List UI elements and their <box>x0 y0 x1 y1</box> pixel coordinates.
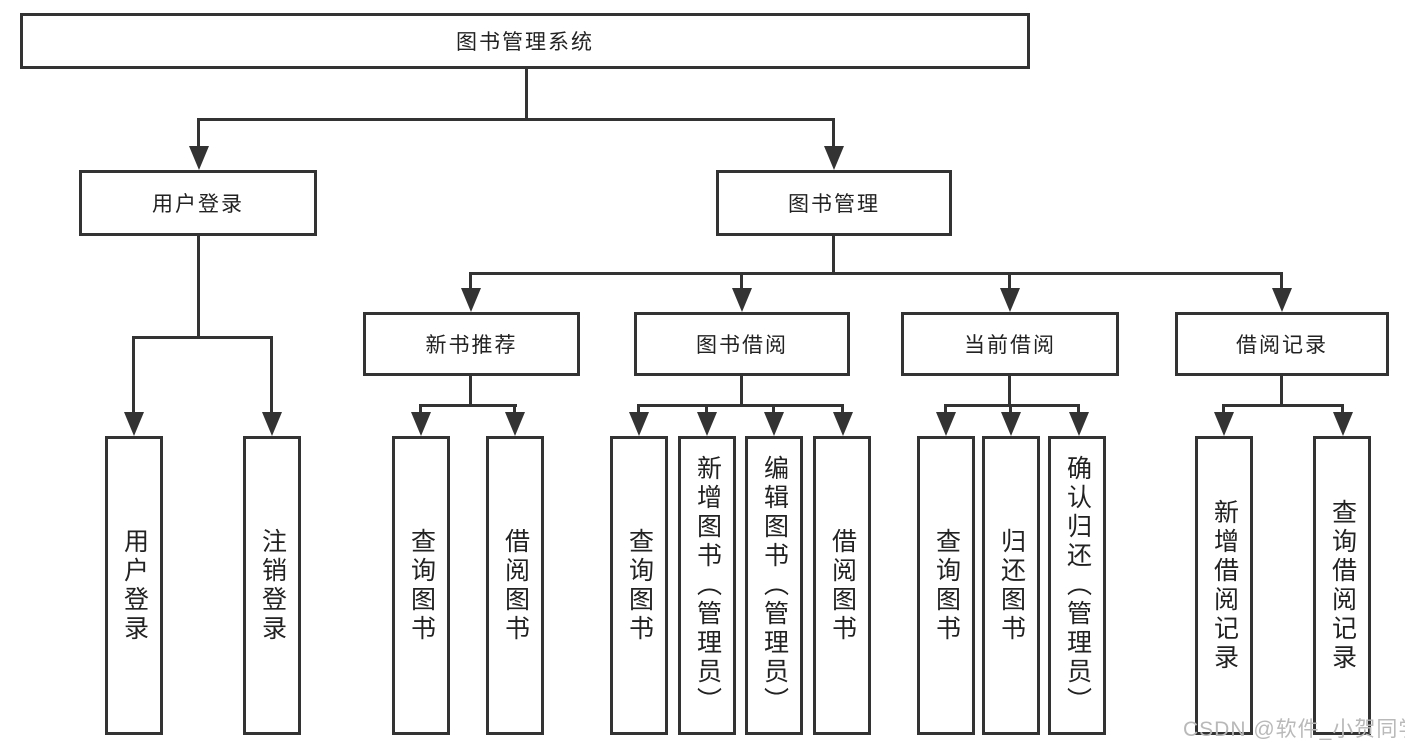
connector-segment <box>1280 376 1283 404</box>
connector-segment <box>469 376 472 404</box>
connector-segment <box>1009 404 1012 414</box>
connector-segment <box>525 69 528 118</box>
arrow-down-icon <box>833 412 853 436</box>
connector-segment <box>832 118 835 148</box>
connector-segment <box>513 404 516 414</box>
arrow-down-icon <box>189 146 209 170</box>
arrow-down-icon <box>936 412 956 436</box>
connector-segment <box>705 404 708 414</box>
node-book-borrowing: 图书借阅 <box>634 312 850 376</box>
leaf-add-book-admin: 新增图书（管理员） <box>678 436 736 735</box>
connector-segment <box>1077 404 1080 414</box>
connector-segment <box>1008 376 1011 404</box>
connector-segment <box>132 336 273 339</box>
leaf-edit-book-admin: 编辑图书（管理员） <box>745 436 803 735</box>
leaf-query-books-borrowing: 查询图书 <box>610 436 668 735</box>
connector-segment <box>419 404 422 414</box>
node-current-borrowing: 当前借阅 <box>901 312 1119 376</box>
connector-segment <box>197 118 200 148</box>
connector-segment <box>197 118 834 121</box>
connector-segment <box>1222 404 1343 407</box>
connector-segment <box>772 404 775 414</box>
connector-segment <box>1008 272 1011 289</box>
connector-segment <box>637 404 844 407</box>
leaf-confirm-return-admin: 确认归还（管理员） <box>1048 436 1106 735</box>
leaf-borrow-books: 借阅图书 <box>813 436 871 735</box>
leaf-query-borrow-record: 查询借阅记录 <box>1313 436 1371 735</box>
arrow-down-icon <box>411 412 431 436</box>
leaf-logout: 注销登录 <box>243 436 301 735</box>
connector-segment <box>469 272 1281 275</box>
arrow-down-icon <box>461 288 481 312</box>
arrow-down-icon <box>732 288 752 312</box>
connector-segment <box>197 236 200 336</box>
connector-segment <box>944 404 947 414</box>
connector-segment <box>637 404 640 414</box>
node-new-book-recommend: 新书推荐 <box>363 312 580 376</box>
arrow-down-icon <box>764 412 784 436</box>
arrow-down-icon <box>262 412 282 436</box>
arrow-down-icon <box>505 412 525 436</box>
connector-segment <box>841 404 844 414</box>
csdn-watermark: CSDN @软件_小贺同学 <box>1183 718 1405 741</box>
connector-segment <box>419 404 517 407</box>
node-borrowing-records: 借阅记录 <box>1175 312 1389 376</box>
connector-segment <box>1280 272 1283 289</box>
arrow-down-icon <box>124 412 144 436</box>
leaf-query-books-recommend: 查询图书 <box>392 436 450 735</box>
node-user-login: 用户登录 <box>79 170 317 236</box>
node-library-system: 图书管理系统 <box>20 13 1030 69</box>
arrow-down-icon <box>824 146 844 170</box>
connector-segment <box>1341 404 1344 414</box>
arrow-down-icon <box>1214 412 1234 436</box>
arrow-down-icon <box>1001 412 1021 436</box>
leaf-query-books-current: 查询图书 <box>917 436 975 735</box>
arrow-down-icon <box>629 412 649 436</box>
leaf-user-login: 用户登录 <box>105 436 163 735</box>
connector-segment <box>270 336 273 414</box>
arrow-down-icon <box>1272 288 1292 312</box>
arrow-down-icon <box>1333 412 1353 436</box>
arrow-down-icon <box>1000 288 1020 312</box>
leaf-borrow-books-recommend: 借阅图书 <box>486 436 544 735</box>
connector-segment <box>740 376 743 404</box>
connector-segment <box>132 336 135 414</box>
connector-segment <box>832 236 835 272</box>
arrow-down-icon <box>1069 412 1089 436</box>
connector-segment <box>740 272 743 289</box>
connector-segment <box>1222 404 1225 414</box>
arrow-down-icon <box>697 412 717 436</box>
leaf-add-borrow-record: 新增借阅记录 <box>1195 436 1253 735</box>
connector-segment <box>469 272 472 289</box>
node-book-management: 图书管理 <box>716 170 952 236</box>
leaf-return-books: 归还图书 <box>982 436 1040 735</box>
